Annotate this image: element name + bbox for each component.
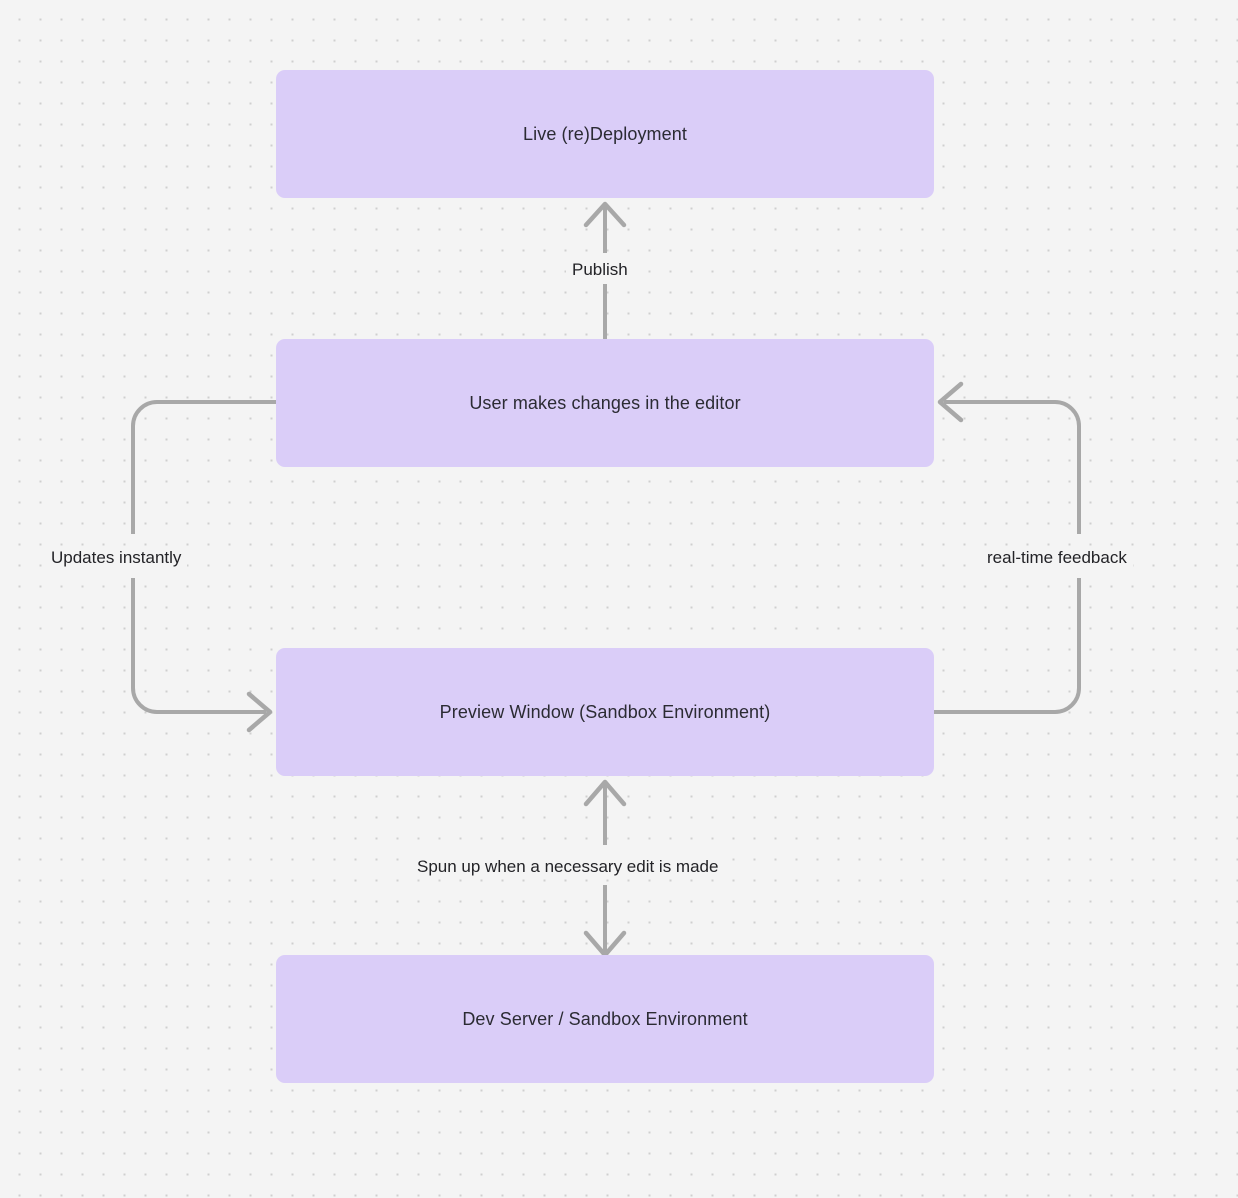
edge-label-spun-up: Spun up when a necessary edit is made: [411, 855, 725, 880]
arrowhead-up-icon: [583, 201, 627, 228]
node-label: Preview Window (Sandbox Environment): [439, 701, 771, 722]
arrowhead-right-icon: [246, 691, 273, 733]
edge-label-publish: Publish: [566, 258, 634, 283]
node-label: Dev Server / Sandbox Environment: [462, 1008, 748, 1029]
edge-updates-instantly: [131, 400, 276, 733]
edge-publish: [583, 201, 627, 339]
node-live-redeployment[interactable]: Live (re)Deployment: [276, 70, 934, 198]
edge-label-updates-instantly: Updates instantly: [45, 546, 188, 571]
node-dev-server[interactable]: Dev Server / Sandbox Environment: [276, 955, 934, 1083]
node-label: Live (re)Deployment: [523, 123, 687, 144]
edge-real-time-feedback: [934, 381, 1081, 714]
node-user-makes-changes[interactable]: User makes changes in the editor: [276, 339, 934, 467]
arrowhead-left-icon: [937, 381, 964, 423]
node-label: User makes changes in the editor: [469, 392, 741, 413]
edge-label-real-time-feedback: real-time feedback: [981, 546, 1133, 571]
node-preview-window[interactable]: Preview Window (Sandbox Environment): [276, 648, 934, 776]
arrowhead-up-icon: [583, 779, 627, 807]
